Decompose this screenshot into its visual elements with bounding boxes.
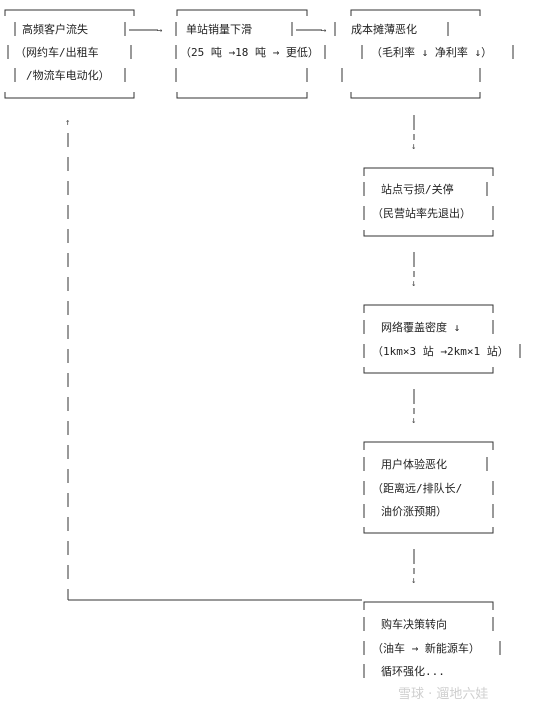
box-purchase-decision-shift-detail: （油车 → 新能源车） [372,642,480,655]
box-single-station-sales-decline-detail: （25 吨 →18 吨 → 更低） [180,46,319,59]
arrow-down-icon: ↓ [411,142,417,152]
box-purchase-decision-shift-note: 循环强化... [381,665,445,678]
box-user-experience-worsening-border [363,441,494,534]
arrow-up-icon: ↑ [65,118,71,128]
box-network-coverage-density-title: 网络覆盖密度 ↓ [381,321,461,334]
arrow-down-icon: ↓ [411,416,417,426]
box-station-losses-closures-detail: （民营站率先退出） [372,207,471,220]
box-high-frequency-customer-loss-border [4,9,135,99]
box-user-experience-worsening-title: 用户体验恶化 [381,458,447,471]
box-single-station-sales-decline-title: 单站销量下滑 [186,23,252,36]
box-station-losses-closures-border [363,167,494,237]
box-high-frequency-customer-loss-title: 高频客户流失 [22,23,88,36]
box-purchase-decision-shift-title: 购车决策转向 [381,618,447,631]
feedback-loop-line [67,133,362,601]
box-station-losses-closures-title: 站点亏损/关停 [381,183,454,196]
box-cost-dilution-worsening-detail: （毛利率 ↓ 净利率 ↓） [371,46,493,59]
box-cost-dilution-worsening-border [334,9,514,99]
arrow-down-icon: ↓ [411,279,417,289]
box-high-frequency-customer-loss-detail: （网约车/出租车 [15,46,99,59]
arrow-down-icon: ↓ [411,576,417,586]
box-single-station-sales-decline-border [175,9,326,99]
arrow-right-icon: → [157,26,163,36]
box-network-coverage-density-border [363,304,521,374]
arrow-right-icon: → [321,26,327,36]
box-user-experience-worsening-detail: （距离远/排队长/ [372,482,463,495]
box-user-experience-worsening-detail-2: 油价涨预期） [381,505,447,518]
watermark: 雪球 · 遛地六娃 [398,687,489,702]
box-high-frequency-customer-loss-detail-2: /物流车电动化） [26,69,110,82]
box-network-coverage-density-detail: （1km×3 站 →2km×1 站） [372,345,509,358]
box-purchase-decision-shift-border [363,601,501,678]
box-cost-dilution-worsening-title: 成本摊薄恶化 [351,23,417,36]
